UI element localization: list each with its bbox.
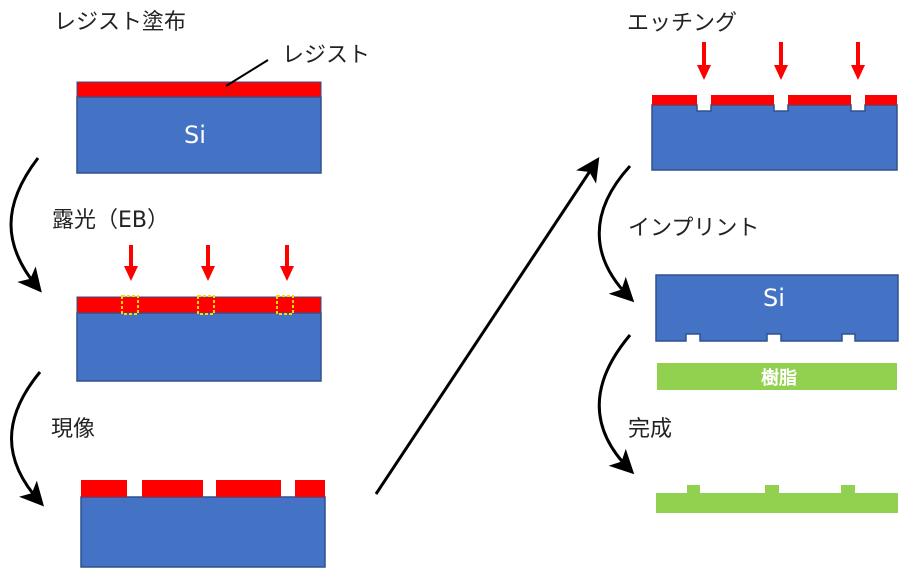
eb-beam-arrows [124,245,294,281]
mold-silicon: Si [655,274,899,342]
flow-arrow-1 [9,157,42,293]
resist-segment-3 [788,95,851,105]
wafer-developed [80,480,326,568]
mold-si-label: Si [763,284,785,312]
etch-arrows [697,42,865,80]
step-expose-label: 露光（EB） [52,208,169,233]
resist-layer [76,296,322,314]
resist-segment-4 [865,95,897,105]
step-imprint-label: インプリント [628,216,759,241]
resist-segment-1 [81,480,127,497]
mold-body [655,274,899,342]
resist-segment-1 [652,95,697,105]
resin-layer: 樹脂 [657,363,897,390]
silicon-substrate [80,496,326,568]
flow-arrow-2 [10,371,45,507]
resin-block [657,363,897,390]
silicon-substrate-trenched [651,104,898,171]
etch-arrow-1 [697,42,711,80]
wafer-coated: Si [76,81,322,174]
flow-arrow-diagonal [374,156,600,495]
resin-label: 樹脂 [761,367,797,389]
resist-segment-3 [216,480,281,497]
exposed-region-3 [276,295,294,315]
resist-callout-label: レジスト [282,43,370,68]
step-develop-label: 現像 [51,417,95,442]
silicon-substrate [76,312,322,382]
flow-arrow-3 [597,164,635,303]
finished-resin-pattern [656,485,898,513]
resist-segment-2 [711,95,774,105]
wafer-etched [651,95,898,171]
etch-arrow-3 [851,42,865,80]
resist-segment-4 [295,480,325,497]
flow-arrow-4 [597,334,635,475]
resist-pointer-line [225,59,269,87]
step-coat-label: レジスト塗布 [54,10,186,35]
resist-segment-2 [142,480,203,497]
eb-arrow-1 [124,245,138,281]
eb-arrow-2 [201,245,215,281]
exposed-region-1 [121,295,139,315]
wafer-exposed [76,295,322,382]
eb-arrow-3 [280,245,294,281]
etch-arrow-2 [774,42,788,80]
exposed-region-2 [197,295,215,315]
resist-layer [76,81,322,98]
step-complete-label: 完成 [628,417,672,442]
step-etch-label: エッチング [627,11,737,36]
silicon-substrate [76,96,322,174]
si-label: Si [184,121,206,149]
